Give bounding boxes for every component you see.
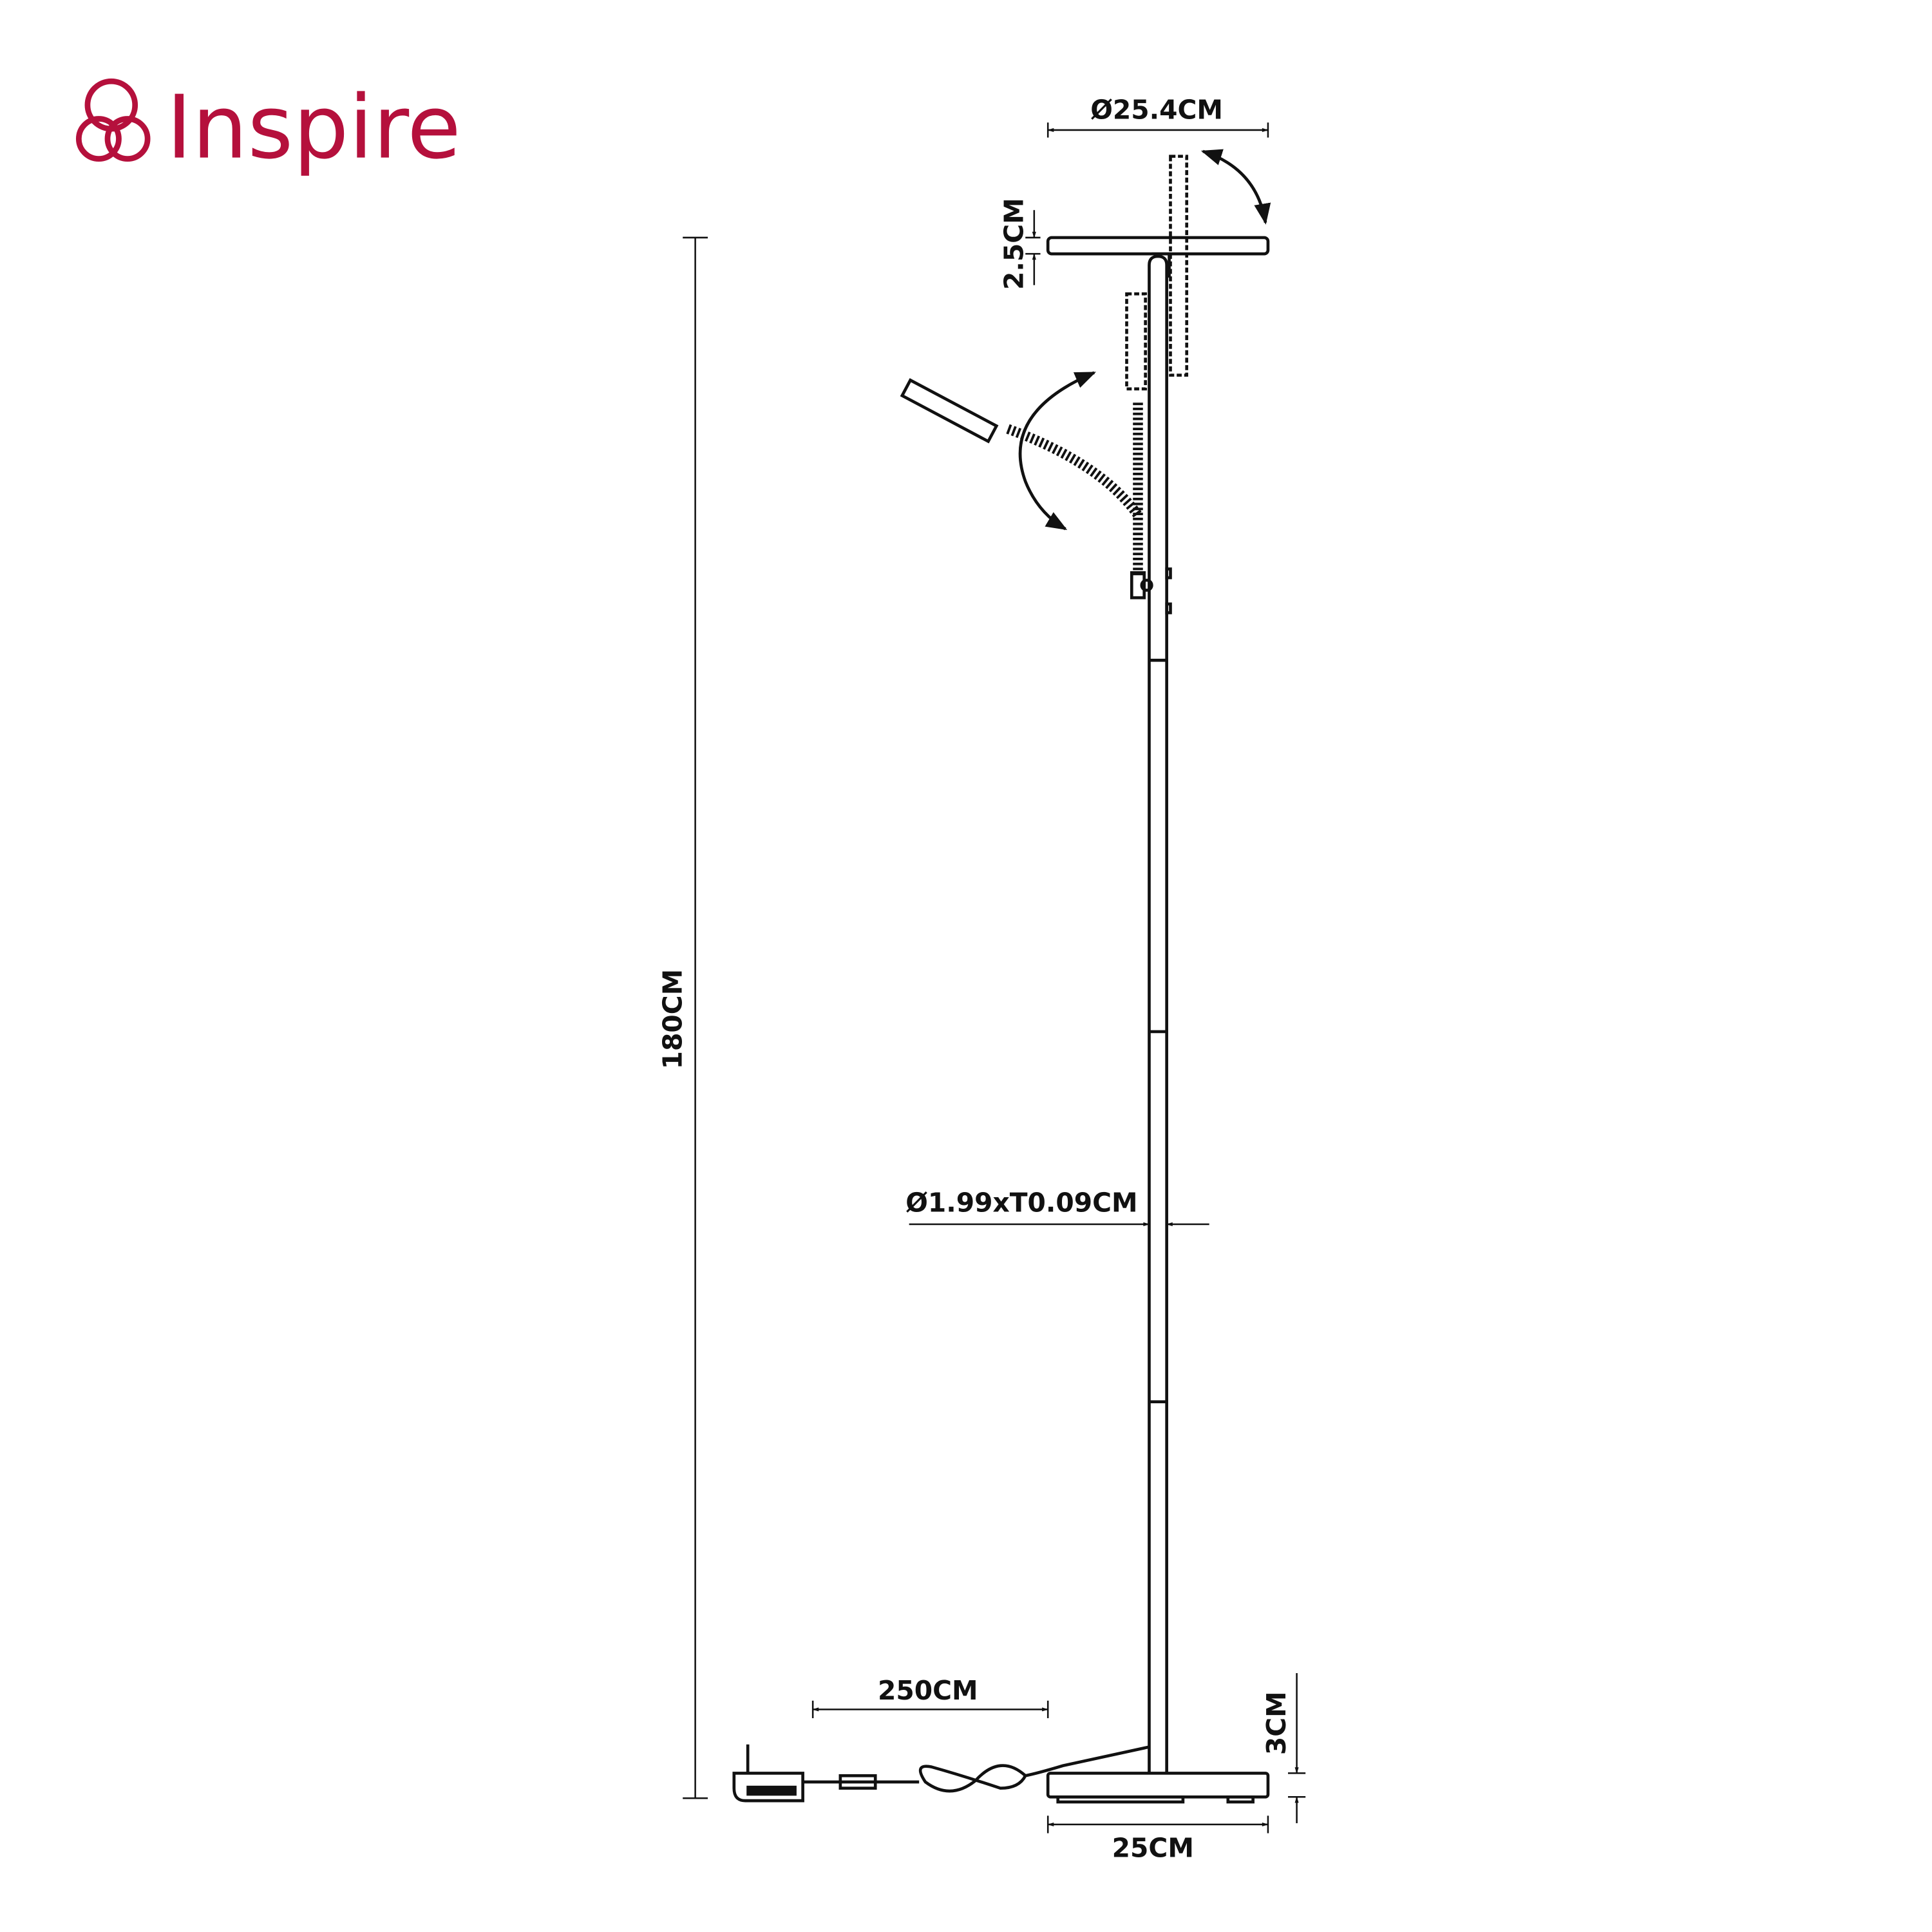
rotate-arrow-icon — [1018, 371, 1097, 531]
tilt-arrow-icon — [1200, 149, 1271, 225]
pole — [1148, 254, 1168, 1774]
shade-diameter-label: Ø25.4CM — [1090, 94, 1223, 125]
base-foot — [1226, 1795, 1255, 1804]
shade-tilted-outline — [1169, 155, 1189, 377]
base-foot — [1056, 1795, 1185, 1804]
shade-thickness-label: 2.5CM — [998, 198, 1029, 290]
logo-mark-icon — [75, 78, 151, 162]
pole-tube-label: Ø1.99xT0.09CM — [905, 1188, 1137, 1218]
switch — [1165, 602, 1172, 614]
arm-mount — [1130, 571, 1146, 600]
base-height-label: 3CM — [1261, 1691, 1292, 1755]
reading-light-head — [900, 378, 999, 444]
reading-head-upright-outline — [1125, 292, 1147, 391]
shade-disk — [1046, 236, 1270, 256]
switch — [1165, 567, 1172, 580]
cable-length-label: 250CM — [878, 1675, 978, 1706]
total-height-label: 180CM — [657, 969, 688, 1070]
power-cable — [918, 1745, 1150, 1793]
brand-logo: Inspire — [75, 77, 461, 179]
lamp-drawing — [732, 149, 1271, 1804]
base — [1046, 1772, 1270, 1799]
base-width-label: 25CM — [1112, 1832, 1194, 1863]
brand-name: Inspire — [166, 77, 461, 179]
power-adapter — [732, 1744, 804, 1803]
arm-pivot — [1140, 578, 1153, 592]
dimension-annotations: Ø25.4CM 2.5CM 180CM Ø1.99xT0.09CM 250CM … — [657, 94, 1306, 1863]
shade-bracket — [1151, 252, 1171, 278]
cable-connector — [838, 1774, 877, 1790]
gooseneck — [1006, 424, 1142, 518]
